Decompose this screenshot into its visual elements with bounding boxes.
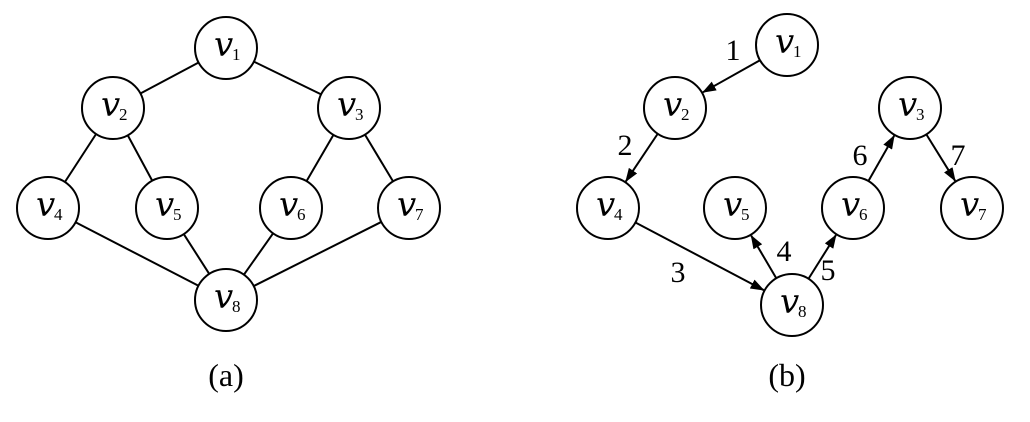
node-subscript: 8 — [232, 297, 241, 316]
edge-v1-v2 — [139, 61, 200, 95]
edge-v1-v3 — [253, 60, 322, 96]
node-v5: v5 — [135, 176, 199, 240]
node-circle — [16, 176, 80, 240]
node-label: v — [780, 282, 799, 322]
node-circle — [81, 76, 145, 140]
node-circle — [194, 16, 258, 80]
node-subscript: 4 — [614, 205, 623, 224]
node-v6: v6 — [259, 176, 323, 240]
edge-v3-v6 — [305, 134, 335, 182]
edge-label-5: 5 — [821, 254, 836, 287]
node-label: v — [663, 85, 682, 125]
edge-label-4: 4 — [777, 235, 792, 268]
node-circle — [259, 176, 323, 240]
edge-v8-v5 — [750, 234, 778, 279]
node-subscript: 5 — [173, 205, 182, 224]
node-subscript: 5 — [741, 205, 750, 224]
node-v1: v1 — [755, 13, 819, 77]
node-label: v — [596, 185, 615, 225]
node-circle — [194, 268, 258, 332]
edge-v6-v3 — [867, 134, 896, 182]
edge-v3-v7 — [925, 133, 956, 182]
node-circle — [576, 176, 640, 240]
node-circle — [377, 176, 441, 240]
edge-v2-v4 — [64, 133, 97, 183]
node-circle — [643, 76, 707, 140]
node-v3: v3 — [317, 76, 381, 140]
node-v6: v6 — [821, 176, 885, 240]
node-v7: v7 — [940, 176, 1004, 240]
node-v4: v4 — [16, 176, 80, 240]
node-circle — [760, 273, 824, 337]
node-subscript: 1 — [793, 42, 802, 61]
edge-v4-v8 — [75, 221, 199, 287]
node-subscript: 6 — [859, 205, 868, 224]
edge-v1-v2 — [702, 59, 761, 94]
node-label: v — [36, 185, 55, 225]
node-subscript: 2 — [119, 105, 128, 124]
node-v7: v7 — [377, 176, 441, 240]
edge-label-3: 3 — [671, 256, 686, 289]
node-label: v — [155, 185, 174, 225]
node-label: v — [397, 185, 416, 225]
edge-v4-v8 — [634, 221, 765, 291]
edge-v6-v8 — [243, 232, 274, 276]
node-circle — [755, 13, 819, 77]
node-circle — [135, 176, 199, 240]
node-label: v — [101, 85, 120, 125]
node-v3: v3 — [878, 76, 942, 140]
node-label: v — [214, 25, 233, 65]
edge-label-7: 7 — [951, 139, 966, 172]
node-v4: v4 — [576, 176, 640, 240]
node-label: v — [960, 185, 979, 225]
node-label: v — [723, 185, 742, 225]
node-subscript: 3 — [916, 105, 925, 124]
node-circle — [703, 176, 767, 240]
edge-v2-v4 — [624, 133, 659, 183]
edge-v7-v8 — [253, 221, 382, 287]
node-circle — [821, 176, 885, 240]
node-subscript: 7 — [978, 205, 987, 224]
node-subscript: 3 — [355, 105, 364, 124]
edge-v2-v5 — [126, 134, 154, 182]
node-subscript: 8 — [798, 302, 807, 321]
edge-v3-v7 — [364, 134, 394, 182]
node-label: v — [337, 85, 356, 125]
node-subscript: 2 — [681, 105, 690, 124]
edge-label-1: 1 — [726, 34, 741, 67]
node-label: v — [279, 185, 298, 225]
caption-b: (b) — [768, 357, 805, 393]
edge-v5-v8 — [182, 233, 211, 275]
node-subscript: 4 — [54, 205, 63, 224]
node-label: v — [214, 277, 233, 317]
node-circle — [878, 76, 942, 140]
node-v2: v2 — [81, 76, 145, 140]
edge-v8-v6 — [807, 234, 837, 280]
node-v5: v5 — [703, 176, 767, 240]
node-subscript: 7 — [415, 205, 424, 224]
node-v1: v1 — [194, 16, 258, 80]
node-v8: v8 — [194, 268, 258, 332]
node-subscript: 6 — [297, 205, 306, 224]
edge-label-6: 6 — [853, 139, 868, 172]
node-subscript: 1 — [232, 45, 241, 64]
node-circle — [940, 176, 1004, 240]
node-label: v — [898, 85, 917, 125]
node-circle — [317, 76, 381, 140]
caption-a: (a) — [208, 357, 244, 393]
node-v8: v8 — [760, 273, 824, 337]
node-label: v — [775, 22, 794, 62]
edge-label-2: 2 — [618, 129, 633, 162]
node-v2: v2 — [643, 76, 707, 140]
node-label: v — [841, 185, 860, 225]
